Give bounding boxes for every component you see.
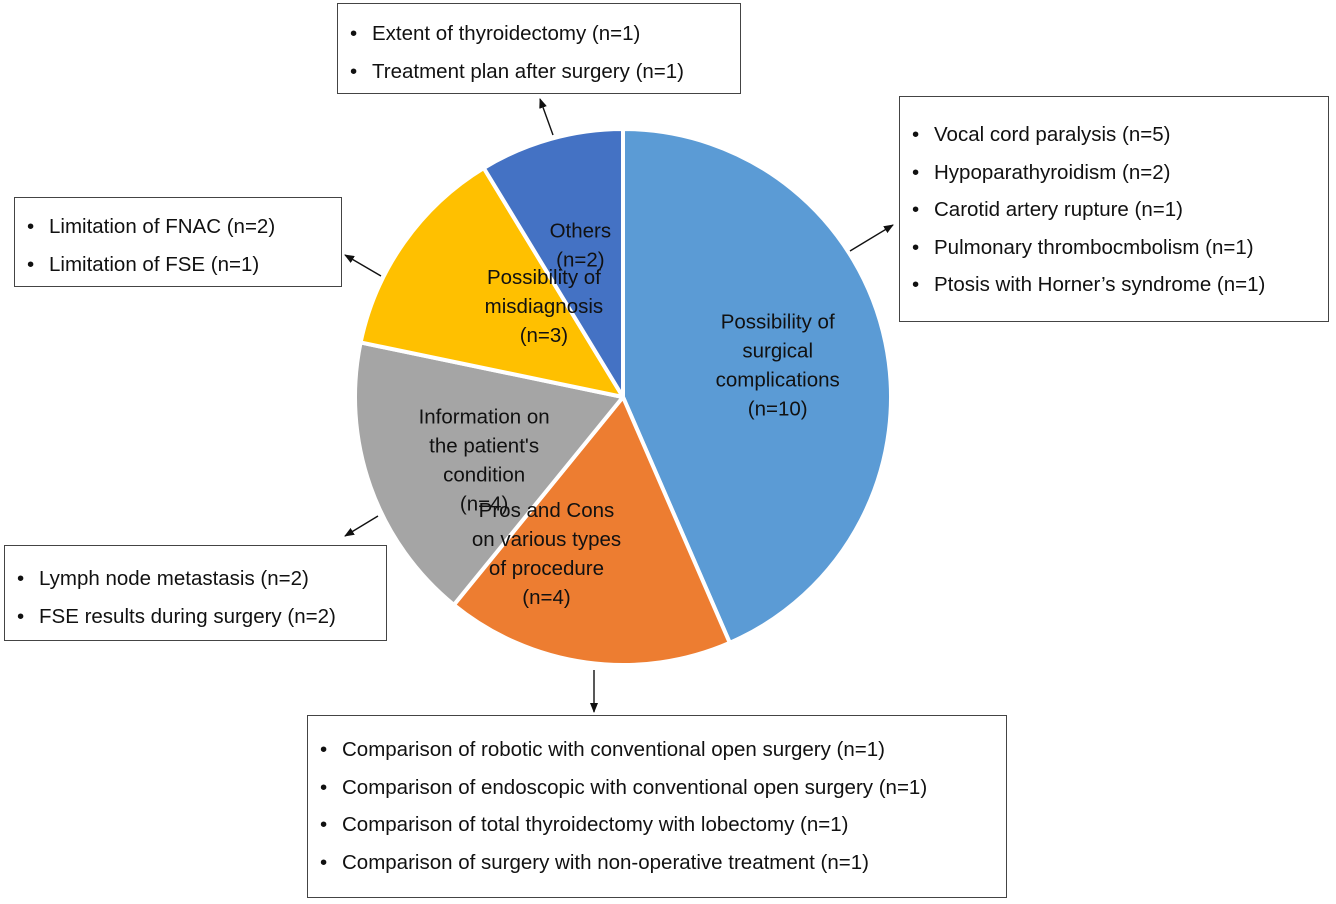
bullet-icon: • [912, 123, 920, 146]
callout-item: •Extent of thyroidectomy (n=1) [350, 15, 740, 53]
callout-arrows [344, 98, 894, 713]
pie-slice [358, 166, 625, 399]
bullet-icon: • [320, 813, 328, 836]
slice-label-line: Information on [419, 406, 550, 429]
callout-item: •Limitation of FNAC (n=2) [27, 208, 341, 246]
callout-others-details: •Extent of thyroidectomy (n=1) •Treatmen… [337, 3, 741, 94]
slice-label-line: misdiagnosis [485, 295, 604, 318]
bullet-icon: • [320, 738, 328, 761]
slice-label-line: surgical [742, 340, 813, 363]
pie-slice [451, 395, 732, 667]
arrow-others [539, 98, 554, 136]
bullet-icon: • [912, 198, 920, 221]
callout-misdiagnosis-details: •Limitation of FNAC (n=2) •Limitation of… [14, 197, 342, 287]
slice-label-line: complications [716, 369, 840, 392]
callout-item: •Ptosis with Horner’s syndrome (n=1) [912, 266, 1328, 304]
slice-label-line: (n=10) [748, 398, 808, 421]
slice-label-line: (n=4) [522, 586, 570, 609]
bullet-icon: • [912, 160, 920, 184]
pie-slice [621, 127, 893, 645]
pie-slice [481, 127, 625, 399]
slice-label-line: Possibility of [487, 266, 601, 289]
callout-item: •Comparison of endoscopic with conventio… [320, 769, 1006, 807]
bullet-icon: • [350, 59, 358, 83]
slice-label-line: of procedure [489, 557, 604, 580]
slice-label-line: Pros and Cons [479, 499, 615, 522]
bullet-icon: • [320, 775, 328, 799]
pie-slice-labels: Possibility of surgical complications (n=10… [419, 220, 840, 610]
bullet-icon: • [912, 273, 920, 296]
callout-item: •Hypoparathyroidism (n=2) [912, 154, 1328, 192]
arrow-surgical [849, 224, 894, 252]
slice-label-line: on various types [472, 528, 621, 551]
slice-label: Possibility of misdiagnosis (n=3) [485, 266, 604, 347]
slice-label-line: (n=2) [556, 249, 604, 272]
slice-label-line: condition [443, 464, 525, 487]
callout-item: •Pulmonary thrombocmbolism (n=1) [912, 229, 1328, 267]
bullet-icon: • [17, 604, 25, 628]
slice-label-line: the patient's [429, 435, 539, 458]
arrow-misdiagnosis [344, 254, 382, 277]
bullet-icon: • [350, 22, 358, 45]
callout-item: •Limitation of FSE (n=1) [27, 246, 341, 284]
pie-slice [353, 340, 625, 607]
callout-procedure-comparison-details: •Comparison of robotic with conventional… [307, 715, 1007, 898]
slice-label-line: (n=4) [460, 493, 508, 516]
slice-label: Pros and Cons on various types of procedur… [472, 499, 621, 609]
callout-item: •Carotid artery rupture (n=1) [912, 191, 1328, 229]
callout-item: •FSE results during surgery (n=2) [17, 598, 386, 636]
slice-label-line: Possibility of [721, 311, 835, 334]
slice-label: Possibility of surgical complications (n=10… [716, 311, 840, 421]
callout-item: •Lymph node metastasis (n=2) [17, 560, 386, 598]
callout-patient-condition-details: •Lymph node metastasis (n=2) •FSE result… [4, 545, 387, 641]
arrow-info [344, 515, 379, 537]
callout-item: •Comparison of total thyroidectomy with … [320, 806, 1006, 844]
bullet-icon: • [912, 235, 920, 259]
callout-surgical-complications-details: •Vocal cord paralysis (n=5) •Hypoparathy… [899, 96, 1329, 322]
bullet-icon: • [320, 850, 328, 874]
callout-item: •Comparison of robotic with conventional… [320, 731, 1006, 769]
callout-item: •Vocal cord paralysis (n=5) [912, 116, 1328, 154]
bullet-icon: • [27, 215, 35, 238]
bullet-icon: • [27, 252, 35, 276]
pie-slices [353, 127, 893, 667]
slice-label-line: Others [550, 220, 612, 243]
slice-label: Information on the patient's condition (n=4… [419, 406, 550, 516]
bullet-icon: • [17, 567, 25, 590]
callout-item: •Treatment plan after surgery (n=1) [350, 53, 740, 91]
callout-item: •Comparison of surgery with non-operativ… [320, 844, 1006, 882]
slice-label-line: (n=3) [520, 324, 568, 347]
slice-label: Others (n=2) [550, 220, 612, 272]
